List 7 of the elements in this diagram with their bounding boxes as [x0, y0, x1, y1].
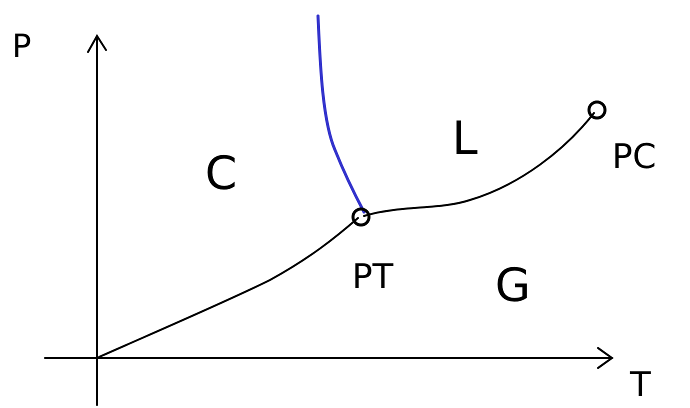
region-label: L: [452, 115, 478, 161]
point-label: PC: [612, 140, 656, 174]
point-label: PT: [352, 260, 394, 294]
region-label: C: [205, 150, 238, 196]
axis-label: P: [12, 30, 32, 62]
region-label: G: [495, 262, 531, 308]
axis-label: T: [630, 368, 651, 402]
